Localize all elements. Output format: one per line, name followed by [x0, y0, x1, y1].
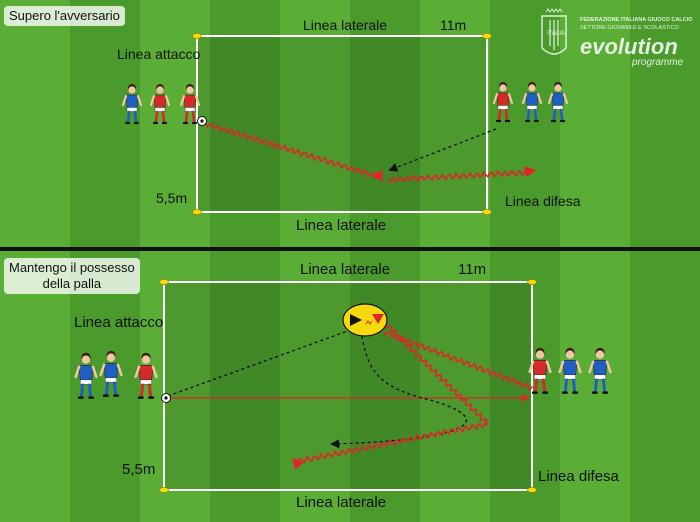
panel1-defense-line-label: Linea difesa: [505, 193, 581, 209]
logo-org-line1: FEDERAZIONE ITALIANA GIUOCO CALCIO: [580, 17, 693, 23]
cone: [527, 487, 537, 493]
blue-player-icon: [74, 352, 98, 399]
grass-stripe: [140, 0, 211, 522]
logo-subbrand: programme: [632, 57, 684, 68]
grass-stripe: [560, 0, 631, 522]
panel1-title-box: Supero l'avversario: [4, 6, 125, 26]
red-player-icon: [528, 347, 552, 394]
cone: [192, 33, 202, 39]
panel1-bottom-sideline-label: Linea laterale: [296, 217, 387, 234]
red-player-icon: [149, 84, 171, 125]
cone: [159, 487, 169, 493]
players: [74, 82, 612, 399]
blue-player-icon: [521, 82, 543, 123]
panel2-title-box: Mantengo il possesso della palla: [4, 258, 140, 294]
panel2-defense-line-label: Linea difesa: [538, 468, 619, 485]
panel1-defender-run: [388, 128, 497, 172]
grass-stripe: [210, 0, 281, 522]
blue-player-icon: [547, 82, 569, 123]
cone: [482, 33, 492, 39]
logo-brand: evolution: [580, 34, 678, 59]
panel2-dribble-path-2: [291, 420, 489, 470]
ball-icon: [197, 116, 207, 126]
red-player-icon: [134, 352, 158, 399]
figc-crest-icon: [541, 8, 567, 55]
panel2-width-label: 5,5m: [122, 461, 156, 478]
blue-player-icon: [558, 347, 582, 394]
cone: [527, 279, 537, 285]
grass-stripe: [420, 0, 491, 522]
panel2-dribble-path: [384, 323, 488, 426]
grass-stripe: [630, 0, 700, 522]
panel2-defender-run: [330, 335, 467, 449]
cone: [482, 209, 492, 215]
logo-org-line2: SETTORE GIOVANILE E SCOLASTICO: [580, 25, 679, 31]
panel2-dribble-path-3: [383, 331, 534, 391]
blue-player-icon: [121, 84, 143, 125]
blue-player-icon: [588, 347, 612, 394]
red-player-icon: [179, 84, 201, 125]
cone: [192, 209, 202, 215]
panel1-attack-line-label: Linea attacco: [117, 46, 201, 62]
panel1-top-sideline-label: Linea laterale: [303, 17, 388, 33]
panel1-field: [196, 35, 537, 213]
red-player-icon: [492, 82, 514, 123]
panel2-field: [163, 281, 534, 491]
blue-player-icon: [99, 350, 123, 397]
panel2-attack-line-label: Linea attacco: [74, 314, 164, 331]
grass-stripe: [350, 0, 421, 522]
panel1-field-lines: [196, 35, 488, 213]
cones: [159, 33, 537, 493]
grass-stripe: [280, 0, 351, 522]
panel1-dribble-path: [205, 122, 383, 183]
panel-divider: [0, 247, 700, 251]
panel2-title-line1: Mantengo il possesso: [9, 260, 135, 275]
ball-icon: [161, 393, 171, 403]
panel2-bottom-sideline-label: Linea laterale: [296, 494, 387, 511]
logo-crest-text: ITALIA: [547, 31, 565, 37]
panel2-title-line2: della palla: [42, 276, 102, 291]
coach-signal-icon: [342, 303, 388, 337]
panel1-title: Supero l'avversario: [9, 8, 120, 23]
panel1-dribble-path-2: [387, 166, 537, 184]
cone: [159, 279, 169, 285]
panel2-length-label: 11m: [458, 261, 487, 278]
panel2-top-sideline-label: Linea laterale: [300, 261, 391, 278]
panel1-width-label: 5,5m: [156, 190, 188, 206]
panel1-length-label: 11m: [440, 17, 467, 33]
